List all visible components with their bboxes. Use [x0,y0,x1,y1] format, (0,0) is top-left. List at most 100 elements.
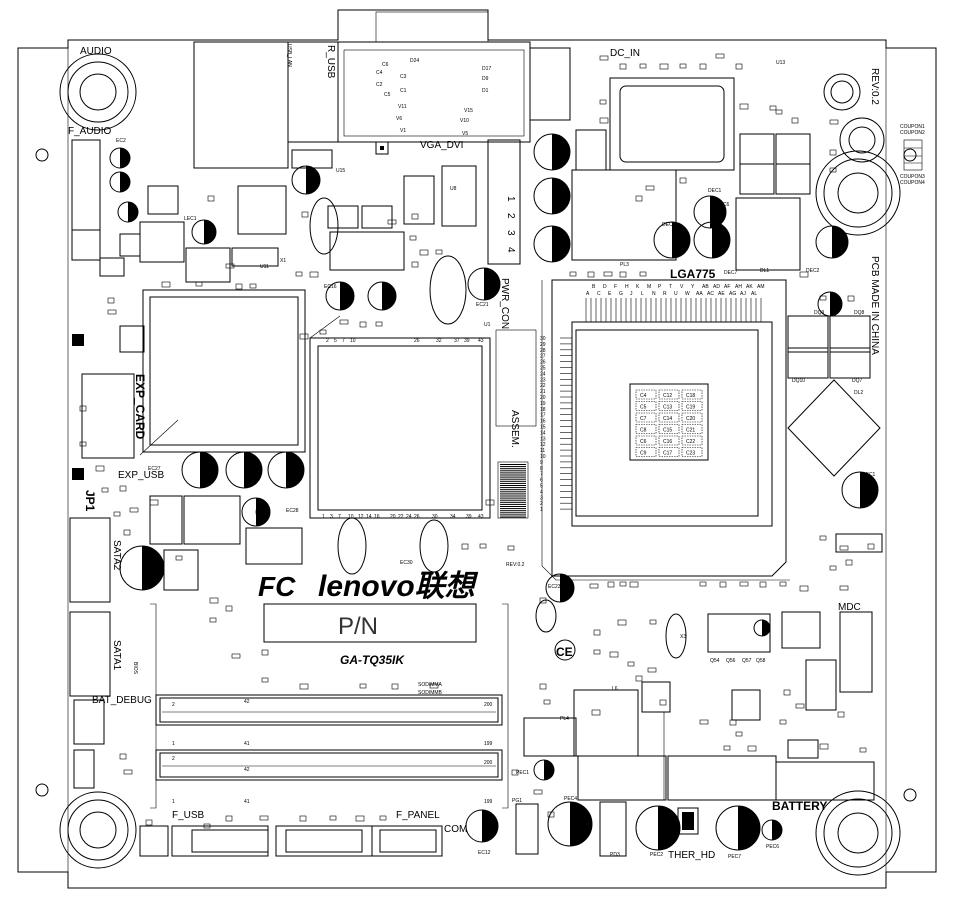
smd-pad [819,295,827,301]
smd-pad [735,731,743,737]
dc-in-label: DC_IN [610,48,640,59]
svg-text:PG1: PG1 [512,798,522,804]
svg-text:EC12: EC12 [478,850,491,856]
cpu-row-label: 28 [540,348,546,354]
cap-grid-label: C9 [640,451,647,457]
smd-pad [769,105,777,111]
smd-pad [629,581,639,588]
smd-pad [639,271,647,277]
smd-pad [607,581,615,588]
smd-pad [593,629,601,636]
smd-pad [599,99,607,105]
com-label: COM [444,824,467,835]
cpu-col-label: N [652,291,656,297]
cpu-row-label: 15 [540,425,546,431]
svg-text:39: 39 [464,338,470,344]
svg-text:43: 43 [478,514,484,520]
smd-pad [639,63,647,69]
cpu-col-label: L [641,291,644,297]
cpu-col-label: AH [735,284,742,290]
cpu-row-label: 3 [540,495,543,501]
svg-text:10: 10 [348,514,354,520]
smd-pad [79,405,87,412]
smd-pad [391,683,399,690]
svg-text:EC28: EC28 [286,508,299,514]
smd-pad [261,677,269,683]
svg-text:42: 42 [244,767,250,773]
ther-hd-label: THER_HD [668,850,715,861]
cpu-socket: LGA775 ASSEM. 30292827262524232221201918… [495,267,790,581]
smd-pad [829,149,837,156]
svg-text:2: 2 [505,213,516,219]
cpu-row-label: 25 [540,366,546,372]
sata2-label: SATA2 [111,540,122,571]
smd-pad [539,597,547,604]
cpu-row-label: 29 [540,342,546,348]
cpu-row-label: 22 [540,383,546,389]
smd-pad [839,585,849,591]
screw-pads [59,53,901,876]
cap-grid-label: C23 [686,451,695,457]
smd-pad [599,55,609,61]
cpu-row-label: 1 [540,507,543,513]
svg-text:5: 5 [334,338,337,344]
cap-grid-label: C13 [663,405,672,411]
cpu-row-label: 17 [540,413,546,419]
smd-pad [723,745,731,751]
svg-text:3: 3 [505,230,516,236]
smd-pad [107,297,115,304]
cap-grid-label: C12 [663,393,672,399]
cpu-row-label: 7 [540,472,543,478]
cpu-col-label: AB [702,284,709,290]
svg-text:DEC2: DEC2 [806,268,820,274]
northbridge [139,289,306,456]
cpu-col-label: R [663,291,667,297]
cpu-col-label: P [658,284,662,290]
smd-pad [209,617,217,623]
bottom-power: BATTERY THER_HD L6 PL4 PD3 PG1 X3 [512,599,875,861]
svg-text:DQ8: DQ8 [854,310,865,316]
cap-grid-label: C5 [640,405,647,411]
cpu-col-label: J [630,291,633,297]
cpu-col-label: T [669,284,672,290]
svg-text:PEC7: PEC7 [728,854,741,860]
smd-pad [867,543,875,550]
svg-text:43: 43 [478,338,484,344]
smd-pad [619,271,627,278]
lenovo-logo: lenovo联想 [318,570,479,603]
smd-pad [101,487,109,493]
svg-text:PEC2: PEC2 [650,852,663,858]
svg-text:DEC7: DEC7 [724,270,738,276]
smd-pad [485,499,495,506]
smd-pad [799,271,809,278]
smd-pad [107,309,117,315]
svg-text:D24: D24 [410,58,419,64]
smd-pad [123,529,131,536]
brand-logo: FC lenovo联想 P/N GA-TQ35IK REV:0.2 CE [258,562,576,667]
svg-text:PEC1: PEC1 [516,770,529,776]
smd-pad [409,235,417,241]
exp-usb-label: EXP_USB [118,470,164,481]
pwr-con-label: PWR_CON [499,278,510,329]
cpu-row-label: 10 [540,454,546,460]
svg-text:COUPON4: COUPON4 [900,180,925,186]
svg-text:PL4: PL4 [560,716,569,722]
cpu-col-label: A [586,291,590,297]
smd-pad [775,109,783,115]
cpu-row-label: 8 [540,466,543,472]
svg-text:26: 26 [414,338,420,344]
svg-text:V5: V5 [462,131,468,137]
smd-pad [149,499,159,506]
cpu-col-label: U [674,291,678,297]
svg-text:X1: X1 [280,258,286,264]
smd-pad [119,485,127,492]
smd-pad [161,281,171,288]
smd-pad [645,185,655,191]
cpu-row-label: 4 [540,489,543,495]
misc-chips: U11 U8 U15 X1 [81,165,477,591]
audio-label: AUDIO [80,46,112,57]
cpu-col-label: C [597,291,601,297]
smd-pad [195,281,203,287]
smd-pad [231,653,241,659]
svg-text:DQ10: DQ10 [792,378,805,384]
